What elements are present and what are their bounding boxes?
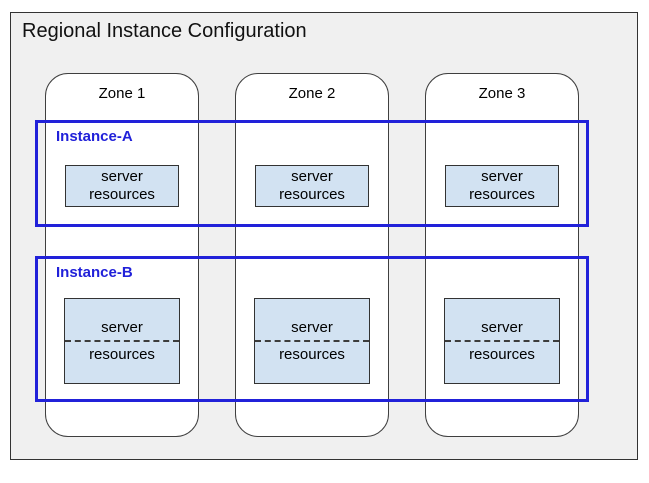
instance-b-server-resources-zone-2: server resources: [254, 298, 370, 384]
zone-2-label: Zone 2: [288, 85, 336, 102]
server-box-text-line2: resources: [89, 346, 155, 363]
server-box-text-line1: server: [101, 168, 143, 185]
instance-b-label: Instance-B: [56, 264, 133, 281]
server-box-text-line2: resources: [279, 186, 345, 203]
instance-b-server-resources-zone-3: server resources: [444, 298, 560, 384]
server-box-text-line1: server: [291, 168, 333, 185]
instance-b-boundary: Instance-B: [35, 256, 589, 402]
server-box-text-line1: server: [255, 299, 369, 342]
server-box-text-line1: server: [65, 299, 179, 342]
instance-a-label: Instance-A: [56, 128, 133, 145]
server-box-text-line2: resources: [469, 186, 535, 203]
region-container: Regional Instance Configuration Zone 1 Z…: [10, 12, 638, 460]
instance-a-server-resources-zone-1: server resources: [65, 165, 179, 207]
zone-3-label: Zone 3: [478, 85, 526, 102]
instance-b-server-resources-zone-1: server resources: [64, 298, 180, 384]
instance-a-server-resources-zone-2: server resources: [255, 165, 369, 207]
server-box-text-line2: resources: [469, 346, 535, 363]
server-box-text-line1: server: [445, 299, 559, 342]
diagram-title: Regional Instance Configuration: [22, 20, 307, 42]
instance-a-server-resources-zone-3: server resources: [445, 165, 559, 207]
server-box-text-line2: resources: [89, 186, 155, 203]
server-box-text-line1: server: [481, 168, 523, 185]
instance-a-boundary: Instance-A: [35, 120, 589, 227]
zone-1-label: Zone 1: [98, 85, 146, 102]
server-box-text-line2: resources: [279, 346, 345, 363]
